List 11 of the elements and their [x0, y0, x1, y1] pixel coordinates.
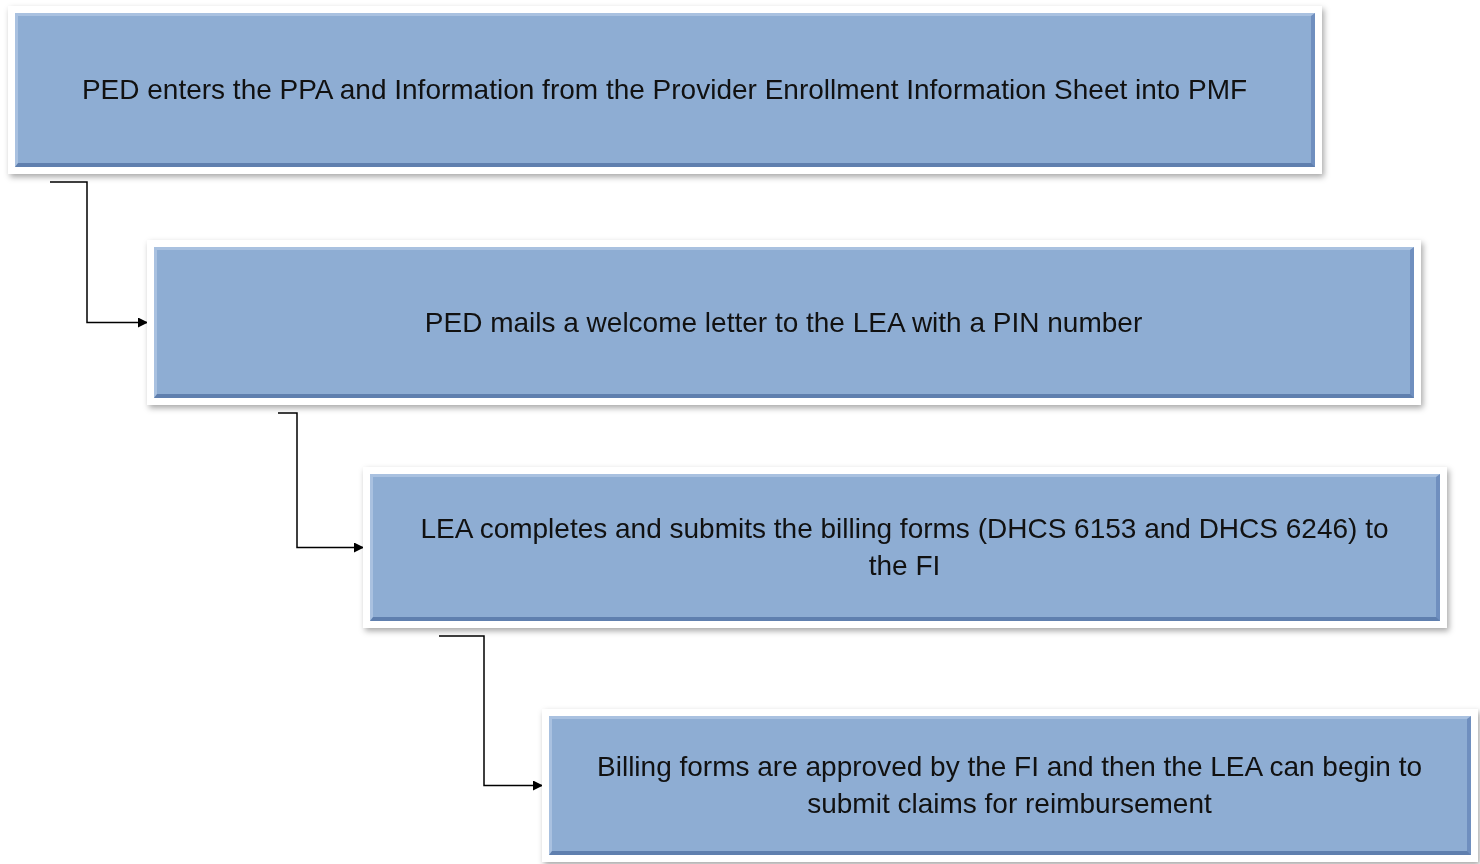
process-box	[147, 240, 1421, 405]
process-box	[542, 709, 1478, 862]
step-text: LEA completes and submits the billing forms (DHCS 6153 and DHCS 6246) to the FI	[419, 512, 1390, 583]
process-box	[8, 6, 1322, 174]
step-text: PED enters the PPA and Information from the Provider Enrollment Information Sheet into PMF	[81, 73, 1248, 107]
process-box	[363, 467, 1447, 628]
elbow-arrow	[49, 181, 148, 328]
step-text: PED mails a welcome letter to the LEA with a PIN number	[424, 305, 1143, 340]
elbow-arrow	[438, 635, 543, 791]
step-text: Billing forms are approved by the FI and then the LEA can begin to submit claims for reimbursement	[596, 750, 1423, 821]
elbow-arrow	[277, 412, 364, 553]
